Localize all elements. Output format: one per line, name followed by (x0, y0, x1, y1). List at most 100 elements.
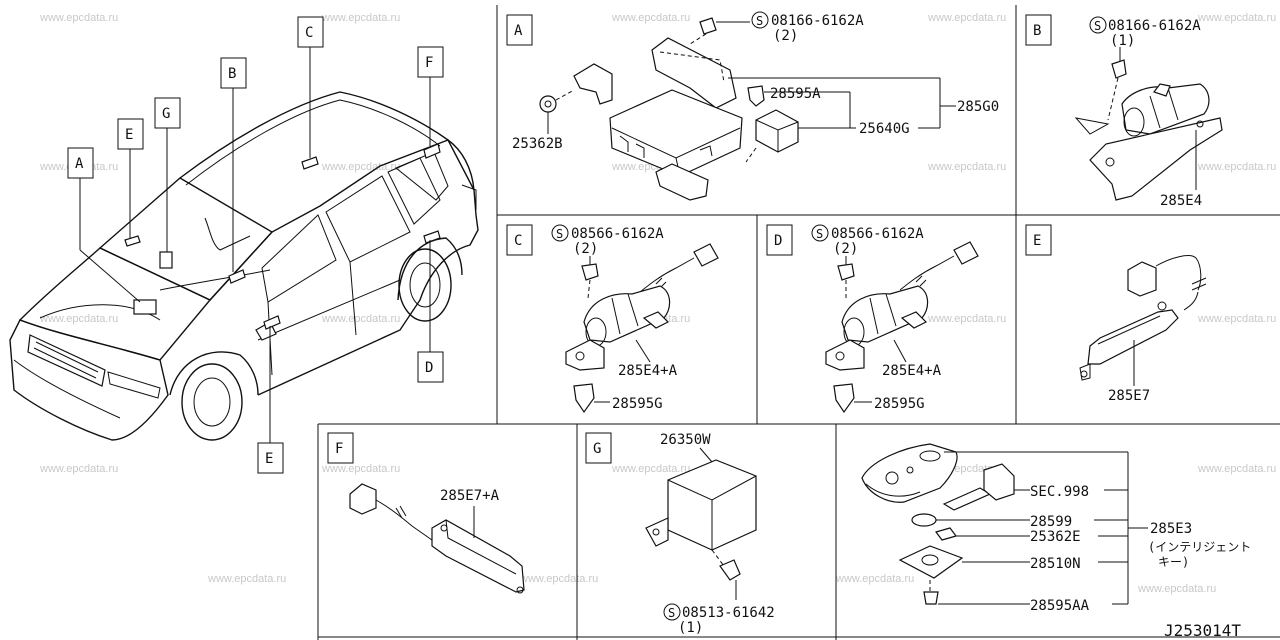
callout-g-label: G (162, 106, 170, 122)
part-25362e: 25362E (1030, 529, 1081, 545)
callout-c (297, 16, 324, 48)
bolt-icon (719, 559, 741, 581)
screw-symbol-icon (663, 603, 681, 621)
watermark: www.epcdata.ru (321, 161, 400, 173)
part-08566-6162a: 08566-6162A (571, 226, 664, 242)
watermark: www.epcdata.ru (611, 463, 690, 475)
watermark: www.epcdata.ru (321, 12, 400, 24)
screw-symbol: S (1094, 19, 1101, 33)
panel-e-badge (1025, 224, 1052, 256)
part-qty: (2) (773, 28, 798, 44)
panel-d-badge (766, 224, 793, 256)
bracket-icon (898, 545, 964, 579)
part-285e7: 285E7 (1108, 388, 1150, 404)
connector-icon (1127, 261, 1157, 297)
screw-symbol: S (816, 227, 823, 241)
screw-symbol: S (756, 14, 763, 28)
clip-icon (833, 383, 855, 414)
diagram-code: J253014T (1164, 621, 1241, 640)
panel-a-letter: A (514, 23, 523, 39)
watermark: www.epcdata.ru (927, 12, 1006, 24)
unit-g-marker (159, 251, 173, 269)
car-callouts: A E G B C F D E (67, 16, 444, 474)
watermark: www.epcdata.ru (1137, 583, 1216, 595)
part-08513-61642: 08513-61642 (682, 605, 775, 621)
part-285e7-a: 285E7+A (440, 488, 500, 504)
panel-a: A S 08166-6162A (2) 25362B 28595A (506, 11, 999, 201)
clip-icon (573, 383, 595, 414)
watermark: www.epcdata.ru (39, 313, 118, 325)
panel-c-letter: C (514, 233, 522, 249)
part-28595g: 28595G (612, 396, 663, 412)
callout-e (117, 118, 144, 150)
part-qty: (2) (573, 241, 598, 257)
part-qty: (2) (833, 241, 858, 257)
unit-d-marker (423, 230, 441, 244)
screw-symbol-icon (751, 11, 769, 29)
unit-b-marker (228, 269, 246, 284)
nut-icon (539, 95, 557, 113)
panel-f-badge (327, 432, 354, 464)
connector-icon (953, 241, 979, 265)
part-08166-6162a: 08166-6162A (1108, 18, 1201, 34)
unit-c-marker (301, 156, 319, 170)
panel-c-badge (506, 224, 533, 256)
watermark: www.epcdata.ru (927, 313, 1006, 325)
part-285e4-a: 285E4+A (882, 363, 942, 379)
watermark: www.epcdata.ru (39, 463, 118, 475)
unit-e-marker (124, 235, 141, 247)
part-285e3-note: (インテリジェント (1148, 540, 1251, 554)
watermark: www.epcdata.ru (611, 12, 690, 24)
callout-a (67, 147, 94, 179)
watermark: www.epcdata.ru (321, 463, 400, 475)
panel-b: B S 08166-6162A (1) 285E4 (1025, 14, 1223, 209)
screw-symbol: S (556, 227, 563, 241)
callout-d-label: D (425, 360, 433, 376)
part-28510n: 28510N (1030, 556, 1081, 572)
callout-e2 (257, 442, 284, 474)
watermark: www.epcdata.ru (927, 161, 1006, 173)
watermark: www.epcdata.ru (1197, 313, 1276, 325)
car-illustration (9, 91, 479, 441)
callout-c-label: C (305, 25, 313, 41)
panel-f: F 285E7+A (327, 432, 525, 594)
watermark: www.epcdata.ru (207, 573, 286, 585)
callout-b-label: B (228, 66, 236, 82)
watermark: www.epcdata.ru (39, 12, 118, 24)
part-28595g: 28595G (874, 396, 925, 412)
screw-icon (923, 591, 939, 605)
bolt-icon (1111, 59, 1127, 79)
screw-symbol-icon (551, 224, 569, 242)
callout-d (417, 351, 444, 383)
battery-icon (911, 513, 937, 527)
unit-e2-marker (263, 315, 281, 330)
part-sec998: SEC.998 (1030, 484, 1089, 500)
part-25362b: 25362B (512, 136, 563, 152)
watermark: www.epcdata.ru (835, 573, 914, 585)
panel-b-letter: B (1033, 23, 1041, 39)
callout-e-label: E (125, 127, 133, 143)
watermark: www.epcdata.ru (1197, 161, 1276, 173)
part-285e3: 285E3 (1150, 521, 1192, 537)
panel-g-letter: G (593, 441, 601, 457)
part-285g0: 285G0 (957, 99, 999, 115)
unit-f-marker (423, 143, 441, 159)
screw-symbol-icon (1089, 16, 1107, 34)
part-285e4-a: 285E4+A (618, 363, 678, 379)
bolt-icon (581, 263, 599, 281)
callout-b (220, 57, 247, 89)
watermark: www.epcdata.ru (1197, 12, 1276, 24)
panel-c: C S 08566-6162A (2) 285E4+A 28595G (506, 224, 719, 414)
callout-e2-label: E (265, 451, 273, 467)
panel-key: SEC.998 28599 25362E 28510N 28595AA 285E… (861, 443, 1251, 614)
part-qty: (1) (1110, 33, 1135, 49)
callout-f (417, 46, 444, 78)
part-26350w: 26350W (660, 432, 711, 448)
panel-d: D S 08566-6162A (2) 285E4+A 28595G (766, 224, 979, 414)
part-08166-6162a: 08166-6162A (771, 13, 864, 29)
panel-g-badge (585, 432, 612, 464)
watermark: www.epcdata.ru (519, 573, 598, 585)
unit-a-marker (133, 299, 157, 315)
watermark: www.epcdata.ru (321, 313, 400, 325)
